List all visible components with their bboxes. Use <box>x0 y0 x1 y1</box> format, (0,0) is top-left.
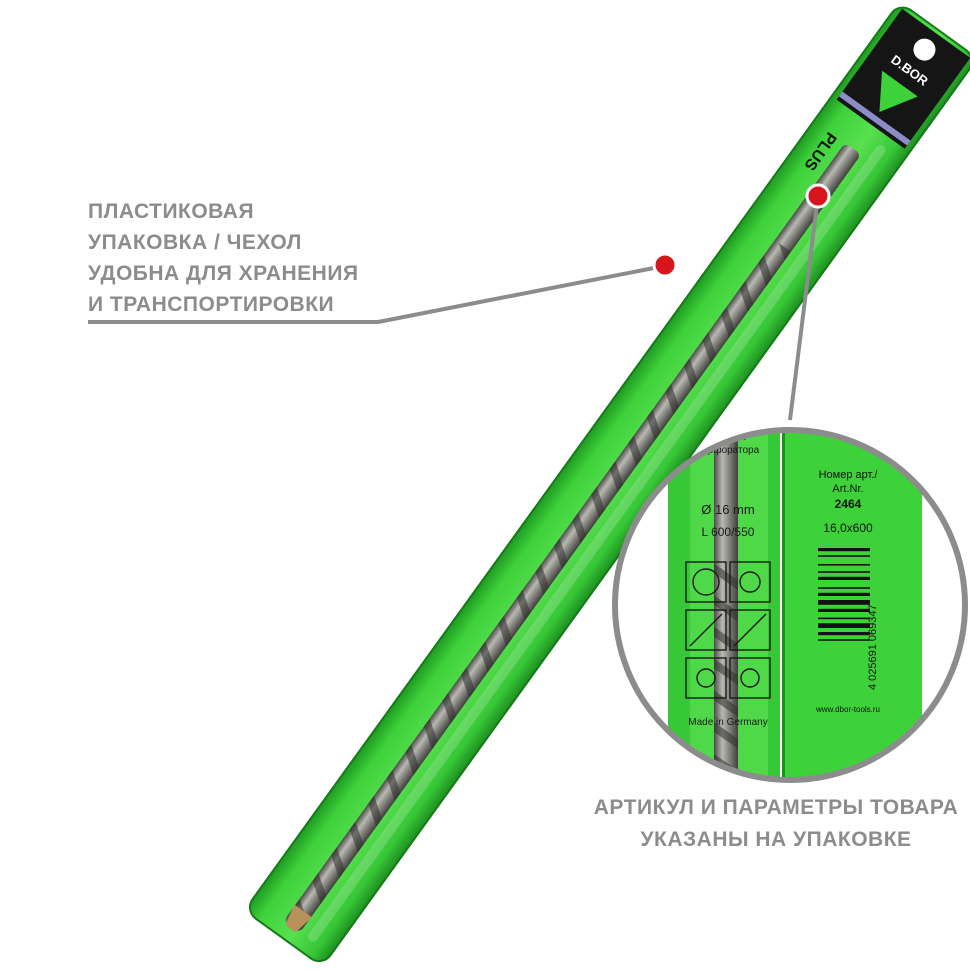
callout-marker-article <box>805 183 831 209</box>
size-label: 16,0x600 <box>823 521 873 535</box>
callout-article-line: АРТИКУЛ И ПАРАМЕТРЫ ТОВАРА <box>593 796 959 819</box>
barcode <box>818 548 870 641</box>
article-label-2: Art.Nr. <box>832 483 863 495</box>
pictograms <box>685 561 771 699</box>
ear-protection-icon <box>696 668 716 688</box>
carbide-tip <box>285 904 313 933</box>
barcode-bar <box>818 617 870 620</box>
barcode-bar <box>818 600 870 605</box>
callout-article: АРТИКУЛ И ПАРАМЕТРЫ ТОВАРА УКАЗАНЫ НА УП… <box>585 792 967 856</box>
masonry-icon <box>733 613 767 647</box>
callout-packaging: ПЛАСТИКОВАЯ УПАКОВКА / ЧЕХОЛ УДОБНА ДЛЯ … <box>88 196 359 320</box>
drill-mode-icon <box>692 568 720 596</box>
callout-packaging-line: УДОБНА ДЛЯ ХРАНЕНИЯ <box>88 262 359 285</box>
hang-hole <box>913 38 936 61</box>
barcode-bar <box>818 623 870 628</box>
article-number: 2464 <box>835 497 862 511</box>
barcode-bar <box>818 555 870 557</box>
callout-marker-packaging <box>652 252 678 278</box>
barcode-bar <box>818 608 870 612</box>
barcode-bar <box>818 587 870 589</box>
website: www.dbor-tools.ru <box>815 705 880 714</box>
drill-bit <box>285 145 859 933</box>
callout-packaging-line: И ТРАНСПОРТИРОВКИ <box>88 293 335 316</box>
barcode-bar <box>818 571 870 573</box>
brand-logo-icon <box>879 70 918 113</box>
article-label-1: Номер арт./ <box>819 469 879 481</box>
barcode-number: 4 025691 069347 <box>867 604 879 690</box>
zoom-detail: бур для перфоратора Ø 16 mm L 600/550 Ma… <box>612 427 968 783</box>
callout-packaging-line: УПАКОВКА / ЧЕХОЛ <box>88 231 302 254</box>
callout-line-article <box>788 195 820 421</box>
packaging-sleeve: D.BOR PLUS Ø 16 mm L 600/550 <box>248 6 970 963</box>
zoom-diameter: Ø 16 mm <box>701 502 754 517</box>
barcode-bar <box>818 576 870 580</box>
zoom-made-in: Made in Germany <box>688 717 767 728</box>
barcode-bar <box>818 592 870 596</box>
callout-packaging-line: ПЛАСТИКОВАЯ <box>88 200 255 223</box>
barcode-bar <box>818 548 870 552</box>
callout-line-packaging <box>88 264 665 324</box>
barcode-bar <box>818 564 870 566</box>
zoom-length: L 600/550 <box>702 525 755 539</box>
callout-article-line: УКАЗАНЫ НА УПАКОВКЕ <box>640 828 912 851</box>
concrete-icon <box>689 613 723 647</box>
sds-plus-icon <box>739 571 761 593</box>
hanger-tab: D.BOR <box>836 8 970 149</box>
barcode-bar <box>818 632 870 636</box>
barcode-bar <box>818 639 870 641</box>
zoom-ring <box>612 427 968 783</box>
eye-protection-icon <box>740 668 760 688</box>
